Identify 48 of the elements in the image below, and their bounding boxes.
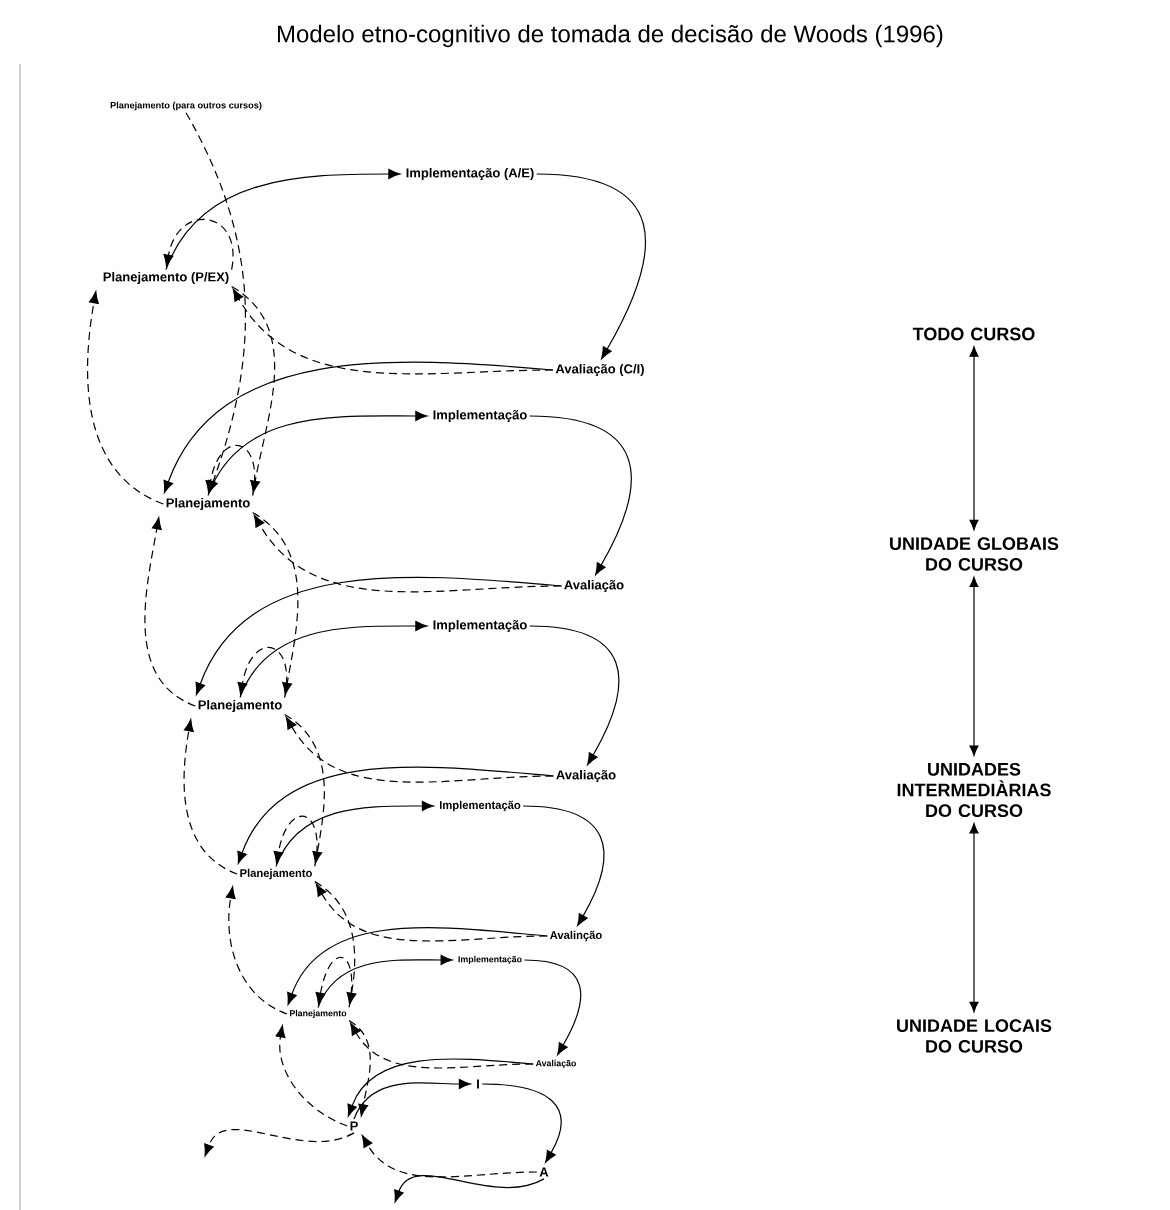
arrow: [969, 576, 979, 756]
arrow: [239, 620, 428, 699]
arrow: [253, 514, 563, 593]
arrow: [284, 713, 325, 864]
arrow: [165, 168, 401, 271]
arrow: [183, 719, 238, 875]
arrow: [163, 361, 554, 493]
arrow: [314, 881, 357, 1005]
arrow: [348, 1019, 371, 1117]
arrow: [287, 927, 548, 1005]
arrow: [536, 173, 647, 360]
arrow: [285, 716, 555, 783]
arrow: [207, 410, 428, 497]
arrow: [317, 954, 453, 1009]
arrow: [205, 444, 256, 497]
arrow: [347, 1058, 534, 1117]
arrow: [969, 823, 979, 1013]
level-label: UNIDADE LOCAIS DO CURSO: [897, 1019, 1052, 1053]
arrow: [252, 511, 299, 695]
arrow: [87, 291, 164, 505]
arrow: [529, 625, 620, 766]
arrow: [523, 959, 582, 1056]
arrow: [394, 1175, 545, 1203]
arrow: [361, 1135, 538, 1178]
arrow: [232, 288, 554, 375]
arrow: [237, 646, 288, 699]
arrow: [969, 346, 979, 531]
arrow: [225, 886, 288, 1015]
arrow: [163, 218, 234, 271]
arrow: [204, 1129, 355, 1157]
level-label: UNIDADES INTERMEDIÀRIAS DO CURSO: [897, 762, 1051, 818]
arrow: [353, 1078, 472, 1120]
arrow: [275, 800, 435, 867]
arrow: [350, 1022, 534, 1069]
arrow: [195, 576, 563, 695]
level-label: TODO CURSO: [912, 327, 1035, 341]
arrow: [315, 883, 548, 942]
arrow: [237, 766, 555, 864]
level-label: UNIDADE GLOBAIS DO CURSO: [890, 537, 1059, 571]
arrow: [522, 805, 605, 927]
arrow: [315, 956, 353, 1009]
arrow: [481, 1083, 562, 1163]
arrow: [231, 285, 276, 493]
arrow: [529, 415, 632, 576]
title: Modelo etno-cognitivo de tomada de decisão de Woods (1996): [278, 24, 943, 48]
arrow: [275, 1025, 348, 1127]
arrow: [144, 517, 196, 707]
arrow: [273, 815, 318, 867]
